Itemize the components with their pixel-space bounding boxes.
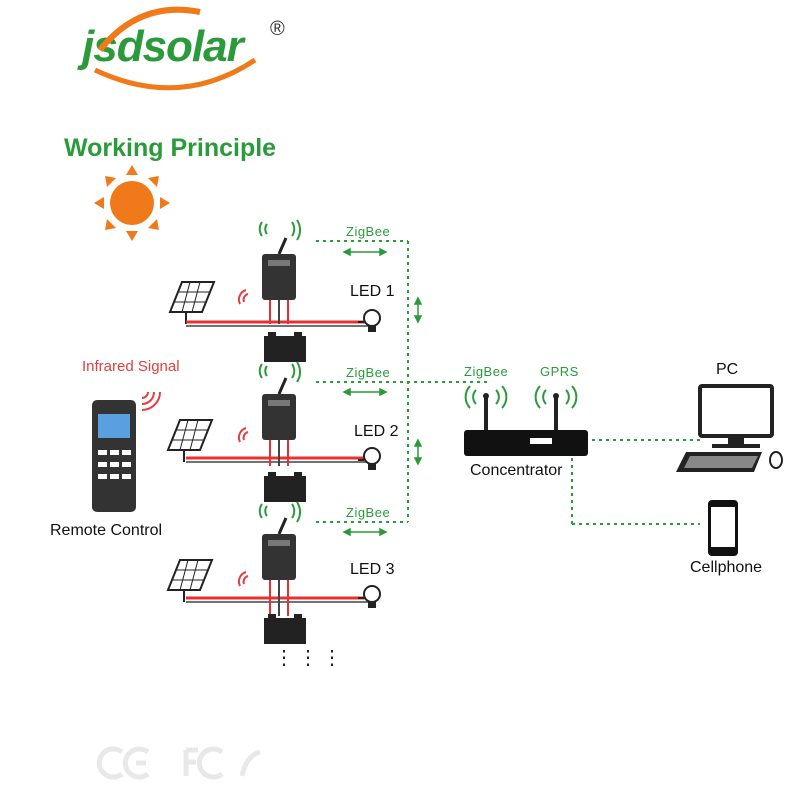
concentrator-label: Concentrator xyxy=(470,462,563,479)
zigbee-signal-icon xyxy=(464,385,508,409)
antenna-icon xyxy=(277,237,288,255)
certification-marks xyxy=(96,746,261,780)
ir-receiver-icon xyxy=(237,571,249,587)
battery-icon xyxy=(264,336,306,362)
unit-2 xyxy=(166,361,381,502)
zigbee-label-3: ZigBee xyxy=(346,505,391,520)
led-2-label: LED 2 xyxy=(354,423,399,440)
wifi-signal-icon xyxy=(258,501,302,523)
concentrator-gprs-label: GPRS xyxy=(540,364,579,379)
controller-icon xyxy=(262,254,296,324)
ir-receiver-icon xyxy=(237,427,249,443)
unit-3 xyxy=(166,501,381,644)
zigbee-label-2: ZigBee xyxy=(346,365,391,380)
unit-1 xyxy=(168,219,381,362)
sun-icon xyxy=(94,165,170,241)
ir-receiver-icon xyxy=(237,289,249,305)
remote-control-icon xyxy=(92,400,136,512)
cellphone-icon xyxy=(708,500,738,556)
page-title: Working Principle xyxy=(64,134,277,162)
zigbee-links xyxy=(316,240,700,525)
controller-icon xyxy=(262,394,296,466)
led-1-label: LED 1 xyxy=(350,283,395,300)
brand-logo: jsdsolar xyxy=(82,22,244,71)
registered-mark: ® xyxy=(270,18,285,40)
more-units-indicator: ⋮⋮⋮ xyxy=(274,647,346,669)
controller-icon xyxy=(262,534,296,616)
solar-panel-icon xyxy=(168,281,216,324)
antenna-icon xyxy=(277,377,288,395)
logo-swoosh-lower xyxy=(93,57,257,91)
zigbee-label-1: ZigBee xyxy=(346,224,391,239)
remote-control-label: Remote Control xyxy=(50,522,163,539)
wifi-signal-icon xyxy=(258,361,302,383)
solar-panel-icon xyxy=(166,559,214,602)
bulb-icon xyxy=(358,309,381,332)
antenna-icon xyxy=(277,517,288,535)
led-3-label: LED 3 xyxy=(350,561,395,578)
ir-signal-icon xyxy=(141,391,161,411)
bulb-icon xyxy=(358,447,381,470)
concentrator-zigbee-label: ZigBee xyxy=(464,364,509,379)
pc-icon xyxy=(676,384,783,472)
gprs-signal-icon xyxy=(534,385,578,409)
logo-swoosh xyxy=(97,6,201,52)
wifi-signal-icon xyxy=(258,219,302,241)
pc-label: PC xyxy=(716,361,739,378)
battery-icon xyxy=(264,476,306,502)
link-arrows xyxy=(342,247,423,537)
solar-panel-icon xyxy=(166,419,214,462)
infrared-signal-label: Infrared Signal xyxy=(82,358,180,375)
bulb-icon xyxy=(358,585,381,608)
concentrator-icon xyxy=(464,393,588,456)
battery-icon xyxy=(264,618,306,644)
cellphone-label: Cellphone xyxy=(690,559,763,576)
